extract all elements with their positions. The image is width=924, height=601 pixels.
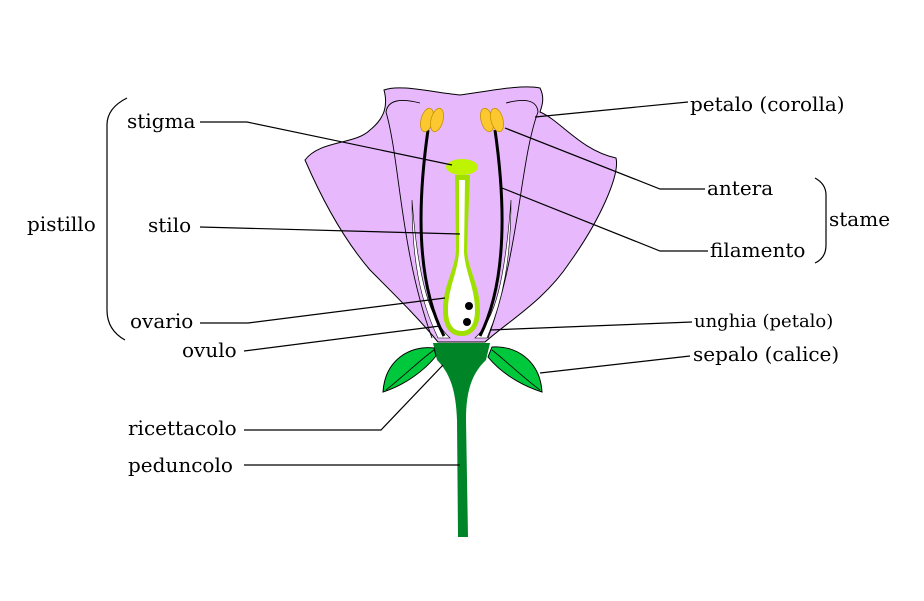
ovule [465, 302, 473, 310]
pistillo-bracket [106, 97, 128, 341]
filament-left [419, 129, 446, 337]
label-peduncolo: peduncolo [128, 453, 233, 477]
anther-left [420, 107, 444, 133]
filament-right [478, 129, 504, 337]
label-stilo: stilo [148, 213, 191, 237]
label-unghia: unghia (petalo) [694, 311, 833, 332]
label-sepalo: sepalo (calice) [693, 342, 839, 366]
label-ricettacolo: ricettacolo [128, 416, 237, 440]
label-ovulo: ovulo [182, 338, 237, 362]
label-filamento: filamento [710, 238, 805, 262]
peduncle-stem [433, 343, 490, 537]
stame-bracket [814, 177, 827, 264]
label-pistillo: pistillo [27, 212, 96, 236]
label-antera: antera [707, 176, 773, 200]
stigma-shape [446, 159, 478, 175]
anther-right [480, 107, 504, 133]
ovule [463, 318, 471, 326]
label-ovario: ovario [130, 309, 193, 333]
label-stigma: stigma [127, 109, 195, 133]
ovary-cavity [448, 180, 475, 331]
label-stame: stame [829, 207, 890, 231]
label-petalo: petalo (corolla) [690, 92, 845, 116]
